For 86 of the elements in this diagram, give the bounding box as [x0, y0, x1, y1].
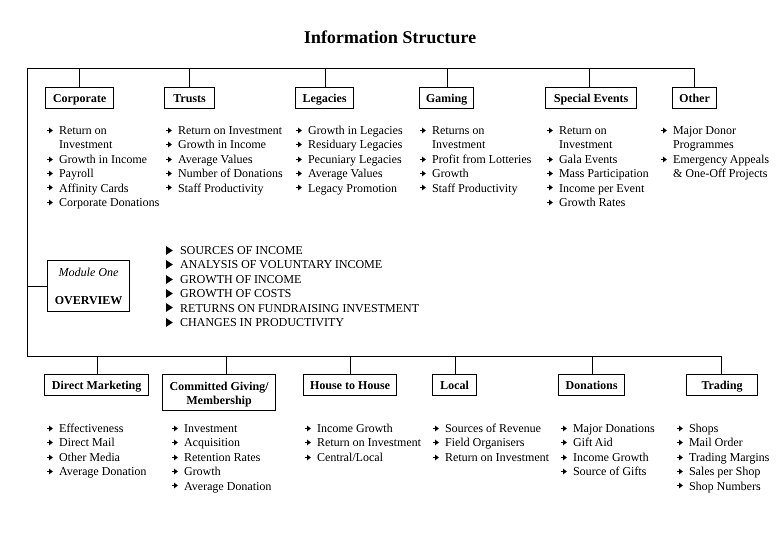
category-label: Gaming: [426, 91, 468, 105]
category-label: Local: [440, 378, 469, 392]
list-item-text: Growth: [184, 464, 221, 479]
list-item-text: Income Growth: [317, 421, 393, 436]
list-item-text: Pecuniary Legacies: [308, 152, 402, 166]
list-item-text: GROWTH OF COSTS: [180, 286, 292, 301]
category-box: [419, 87, 474, 109]
list-item-text: Sources of Revenue: [445, 421, 541, 436]
list-item-text: Acquisition: [184, 435, 240, 450]
list-item-text: Other Media: [59, 450, 120, 464]
category-label: Committed Giving/ Membership: [168, 378, 270, 406]
list-item-text: Returns on Investment: [432, 123, 486, 152]
category-label: Direct Marketing: [52, 378, 142, 392]
module-subtitle: Module One: [58, 265, 118, 279]
list-item-text: SOURCES OF INCOME: [180, 243, 303, 258]
list-item-text: Gala Events: [559, 152, 618, 166]
category-label: Legacies: [302, 91, 346, 105]
category-box: [45, 87, 114, 109]
list-item-text: Income Growth: [573, 450, 649, 464]
list-item-text: Growth in Income: [178, 137, 266, 152]
category-box: [432, 374, 477, 396]
category-box: [545, 87, 637, 109]
list-item-text: Staff Productivity: [432, 180, 518, 196]
list-item-text: Major Donor Programmes: [673, 123, 737, 152]
category-box: [303, 374, 397, 396]
category-box: [686, 374, 758, 396]
list-item-text: RETURNS ON FUNDRAISING INVESTMENT: [180, 300, 420, 316]
category-box: [558, 374, 625, 396]
list-item-text: Legacy Promotion: [308, 180, 397, 196]
category-box: [295, 87, 354, 109]
list-item-text: Shop Numbers: [689, 478, 761, 494]
list-item-text: Staff Productivity: [178, 180, 264, 196]
category-label: Trading: [701, 378, 743, 392]
category-box: [672, 87, 717, 109]
list-item-text: Emergency Appeals & One-Off Projects: [673, 152, 770, 181]
list-item-text: Source of Gifts: [573, 464, 646, 479]
module-title: OVERVIEW: [54, 293, 122, 307]
list-item-text: Growth Rates: [559, 195, 626, 210]
list-item-text: Major Donations: [573, 421, 655, 436]
list-item-text: Mail Order: [689, 435, 743, 450]
list-item-text: Direct Mail: [59, 435, 115, 450]
list-item-text: Return on Investment: [59, 123, 114, 152]
list-item-text: Field Organisers: [445, 435, 524, 450]
category-box: [164, 87, 215, 109]
list-item-text: ANALYSIS OF VOLUNTARY INCOME: [180, 257, 382, 272]
list-item-text: Sales per Shop: [689, 464, 760, 479]
list-item-text: Affinity Cards: [59, 180, 128, 196]
list-item-text: Trading Margins: [689, 450, 770, 464]
list-item-text: Growth in Income: [59, 152, 147, 166]
list-item-text: Return on Investment: [559, 123, 614, 152]
category-box: [44, 374, 149, 396]
list-item-text: Growth: [432, 166, 469, 181]
list-item-text: Profit from Lotteries: [432, 152, 532, 166]
list-item-text: Central/Local: [317, 450, 383, 464]
list-item-text: Number of Donations: [178, 166, 283, 181]
diagram-title: Information Structure: [304, 27, 476, 47]
list-item-text: Average Values: [308, 166, 383, 181]
list-item-text: Residuary Legacies: [308, 137, 402, 152]
list-item-text: Retention Rates: [184, 450, 260, 464]
category-label: Trusts: [173, 91, 206, 105]
category-label: House to House: [310, 378, 390, 392]
list-item-text: Corporate Donations: [59, 195, 160, 210]
list-item-text: Average Donation: [59, 464, 146, 479]
category-label: Special Events: [554, 91, 628, 105]
connector-line: [27, 68, 695, 287]
connector-line: [27, 286, 722, 374]
list-item-text: Payroll: [59, 166, 94, 181]
list-item-text: Average Values: [178, 152, 253, 166]
list-item-text: Investment: [184, 421, 238, 436]
list-item-text: Growth in Legacies: [308, 123, 403, 138]
category-label: Donations: [565, 378, 618, 392]
module-box: [47, 260, 130, 312]
list-item-text: Average Donation: [184, 478, 272, 494]
category-box: [162, 374, 276, 411]
category-label: Corporate: [52, 91, 106, 105]
list-item-text: Return on Investment: [317, 435, 421, 450]
list-item-text: Income per Event: [559, 180, 644, 196]
list-item-text: Shops: [689, 421, 718, 436]
list-item-text: Return on Investment: [178, 123, 282, 138]
list-item-text: Effectiveness: [59, 421, 124, 436]
list-item-text: Gift Aid: [573, 435, 613, 450]
list-item-text: CHANGES IN PRODUCTIVITY: [180, 315, 344, 330]
list-item-text: Mass Participation: [559, 166, 649, 181]
list-item-text: Return on Investment: [445, 450, 549, 464]
list-item-text: GROWTH OF INCOME: [180, 272, 302, 286]
category-label: Other: [679, 91, 710, 105]
